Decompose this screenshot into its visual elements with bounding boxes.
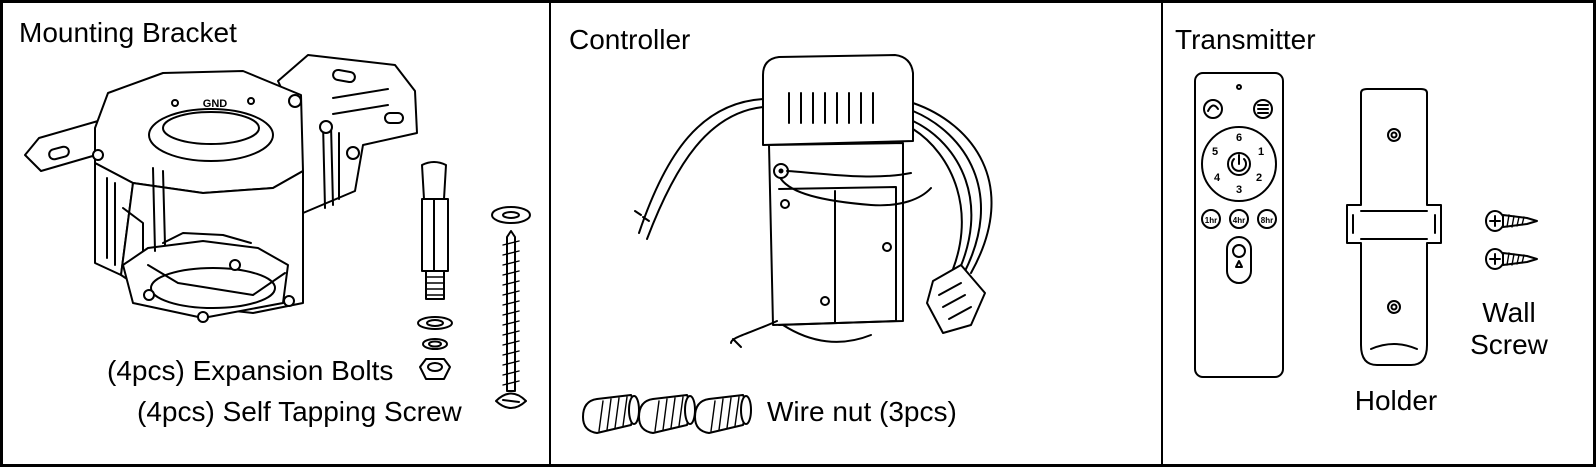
remote-transmitter-drawing: 6 1 2 3 4 5 1hr 4hr 8hr (1191, 71, 1287, 381)
holder-label: Holder (1354, 385, 1438, 416)
wire-nut-drawing (579, 387, 759, 447)
remote-speed-5: 5 (1212, 146, 1218, 158)
remote-speed-1: 1 (1258, 146, 1264, 158)
mounting-bracket-title: Mounting Bracket (19, 17, 237, 48)
remote-timer-1hr: 1hr (1205, 216, 1217, 225)
wire-nut-label: Wire nut (3pcs) (767, 396, 957, 427)
remote-speed-4: 4 (1214, 172, 1221, 184)
bracket-gnd-marking: GND (203, 98, 228, 110)
mounting-bracket-drawing: GND (3, 3, 551, 463)
remote-timer-8hr: 8hr (1261, 216, 1273, 225)
wall-screw-drawing (1483, 207, 1543, 277)
expansion-bolt-drawing (410, 159, 460, 389)
remote-speed-2: 2 (1256, 172, 1262, 184)
wall-screw-label-line2: Screw (1470, 329, 1548, 360)
panel-divider-2 (1161, 3, 1163, 464)
self-tapping-screw-label: (4pcs) Self Tapping Screw (137, 396, 462, 427)
expansion-bolts-label: (4pcs) Expansion Bolts (107, 355, 394, 386)
controller-title: Controller (569, 24, 691, 55)
controller-drawing (551, 3, 1163, 383)
panel-transmitter: Transmitter 6 1 2 3 4 5 1hr 4hr 8hr (1163, 3, 1596, 464)
panel-divider-1 (549, 3, 551, 464)
holder-drawing (1341, 83, 1451, 383)
panel-mounting-bracket: Mounting Bracket GND (3, 3, 551, 464)
transmitter-title: Transmitter (1175, 24, 1316, 55)
remote-speed-6: 6 (1236, 132, 1242, 144)
self-tapping-screw-drawing (488, 201, 534, 431)
remote-timer-4hr: 4hr (1233, 216, 1245, 225)
remote-speed-3: 3 (1236, 184, 1242, 196)
wall-screw-label-line1: Wall (1482, 297, 1536, 328)
panel-controller: Controller (551, 3, 1163, 464)
